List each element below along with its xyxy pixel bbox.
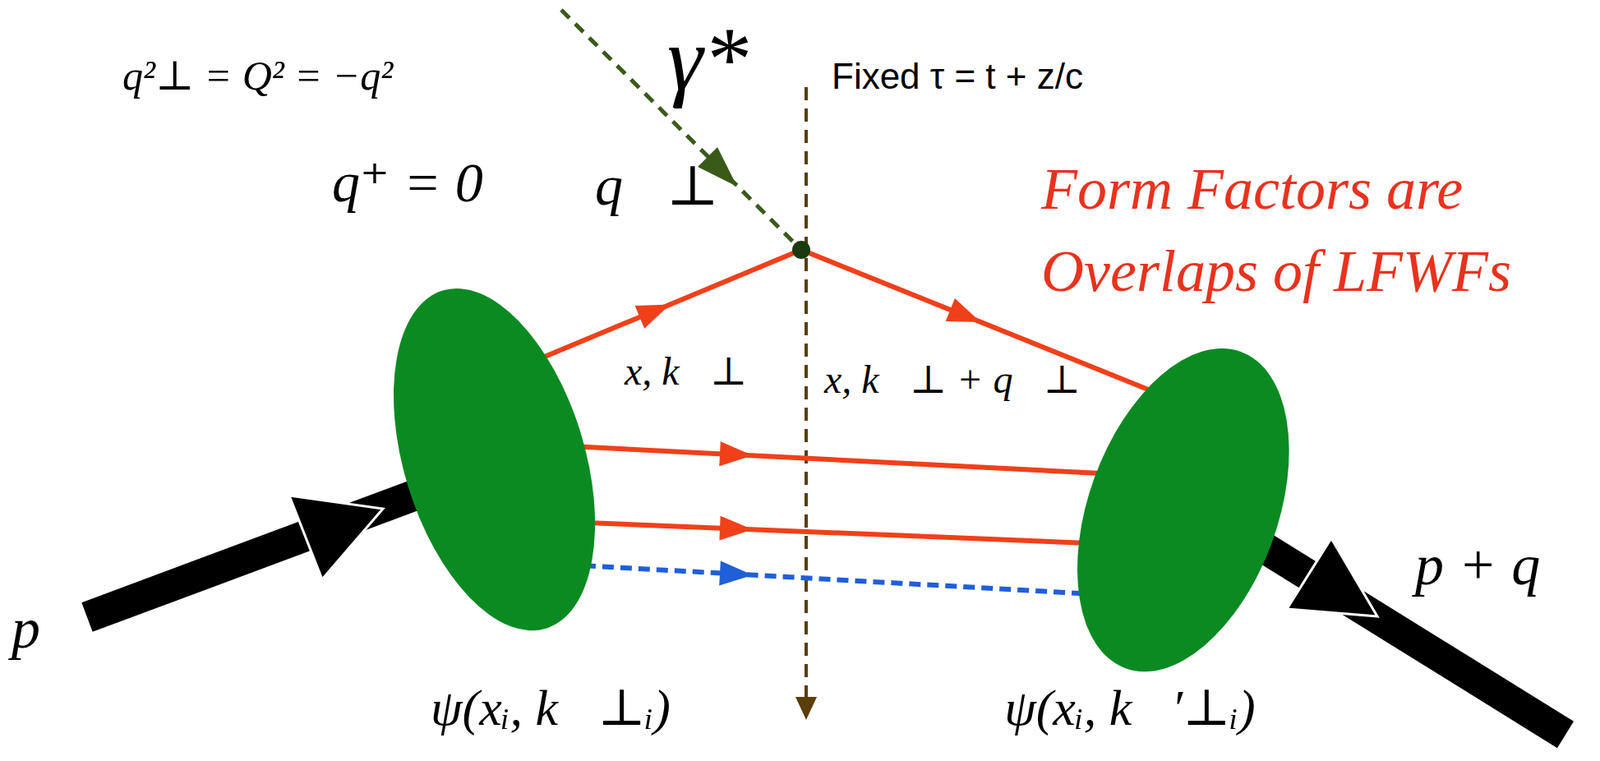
proton-line <box>87 489 429 618</box>
arrowhead <box>719 560 753 586</box>
arrowhead <box>719 516 753 541</box>
blob-outline <box>393 288 595 631</box>
note-text: Form Factors are Overlaps of LFWFs <box>1041 147 1568 313</box>
vertex-dot <box>792 240 811 259</box>
blob-outline <box>1077 348 1290 672</box>
arrowhead <box>635 304 671 328</box>
light-front-arrowhead <box>795 696 817 720</box>
blob-shape <box>356 263 633 655</box>
proton-arrowhead <box>1286 538 1378 617</box>
photon-label: γ* <box>667 7 748 112</box>
time-label: Fixed τ = t + z/c <box>831 55 1084 98</box>
momentum-label: x, k⃗⊥ <box>624 348 747 394</box>
momentum-label: p + q <box>1415 532 1541 600</box>
light-front-line <box>804 87 808 699</box>
wavefunction-blob: ψ(xᵢ, k⃗⊥ᵢ) <box>393 288 595 631</box>
parton-line-group <box>586 516 1110 545</box>
parton-line-group <box>566 560 1110 595</box>
formula-label: q⁺ = 0 <box>331 150 484 215</box>
parton-line-group <box>571 441 1118 475</box>
wavefunction-blob: ψ(xᵢ, k⃗′⊥ᵢ) <box>1077 348 1290 672</box>
wavefunction-label: ψ(xᵢ, k⃗⊥ᵢ) <box>430 678 671 738</box>
quark-line <box>571 446 1118 475</box>
quark-line <box>586 522 1110 545</box>
formula-label: q²⊥ = Q² = −q² <box>122 52 393 101</box>
wavefunction-label: ψ(xᵢ, k⃗′⊥ᵢ) <box>1004 678 1256 738</box>
blob-shape <box>1037 319 1330 701</box>
arrowhead <box>945 298 982 323</box>
momentum-label: p <box>11 595 41 663</box>
momentum-label: q⃗⊥ <box>594 153 720 218</box>
momentum-label: x, k⃗⊥ + q⃗⊥ <box>824 356 1081 402</box>
gluon-line <box>566 564 1110 595</box>
arrowhead <box>719 441 753 466</box>
proton-arrowhead <box>289 495 383 580</box>
